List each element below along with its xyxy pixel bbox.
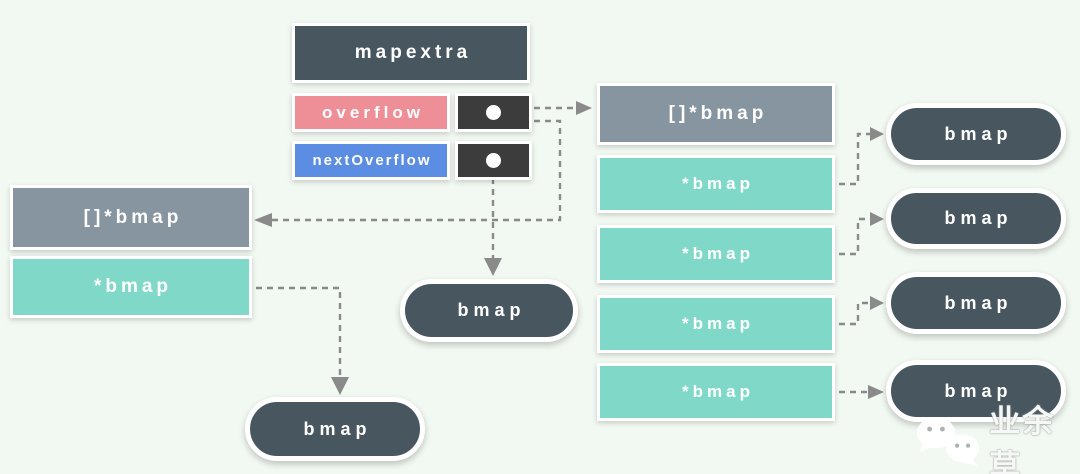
field-overflow: overflow — [292, 93, 450, 132]
dot-pointer-icon — [486, 153, 501, 168]
bucket-center: bmap — [400, 279, 578, 342]
bucket-right: bmap — [886, 103, 1066, 165]
right-slice-header: []*bmap — [597, 83, 835, 145]
next-overflow-pointer-cell — [455, 141, 532, 180]
mapextra-struct-header: mapextra — [292, 23, 530, 83]
left-slice-header: []*bmap — [10, 185, 252, 250]
field-next-overflow: nextOverflow — [292, 141, 450, 180]
overflow-pointer-cell — [455, 93, 532, 132]
bucket-right: bmap — [886, 360, 1066, 422]
bucket-right: bmap — [886, 188, 1066, 249]
watermark: 业余草 — [914, 396, 1080, 474]
dot-pointer-icon — [486, 105, 501, 120]
right-slice-row: *bmap — [597, 225, 835, 283]
watermark-text: 业余草 — [989, 404, 1056, 474]
right-slice-row: *bmap — [597, 363, 835, 421]
right-slice-row: *bmap — [597, 155, 835, 213]
right-slice-row: *bmap — [597, 295, 835, 353]
bucket-right: bmap — [886, 272, 1066, 334]
bucket-bottom-left: bmap — [245, 397, 425, 461]
left-slice-row: *bmap — [10, 256, 252, 318]
wechat-icon — [916, 417, 980, 467]
